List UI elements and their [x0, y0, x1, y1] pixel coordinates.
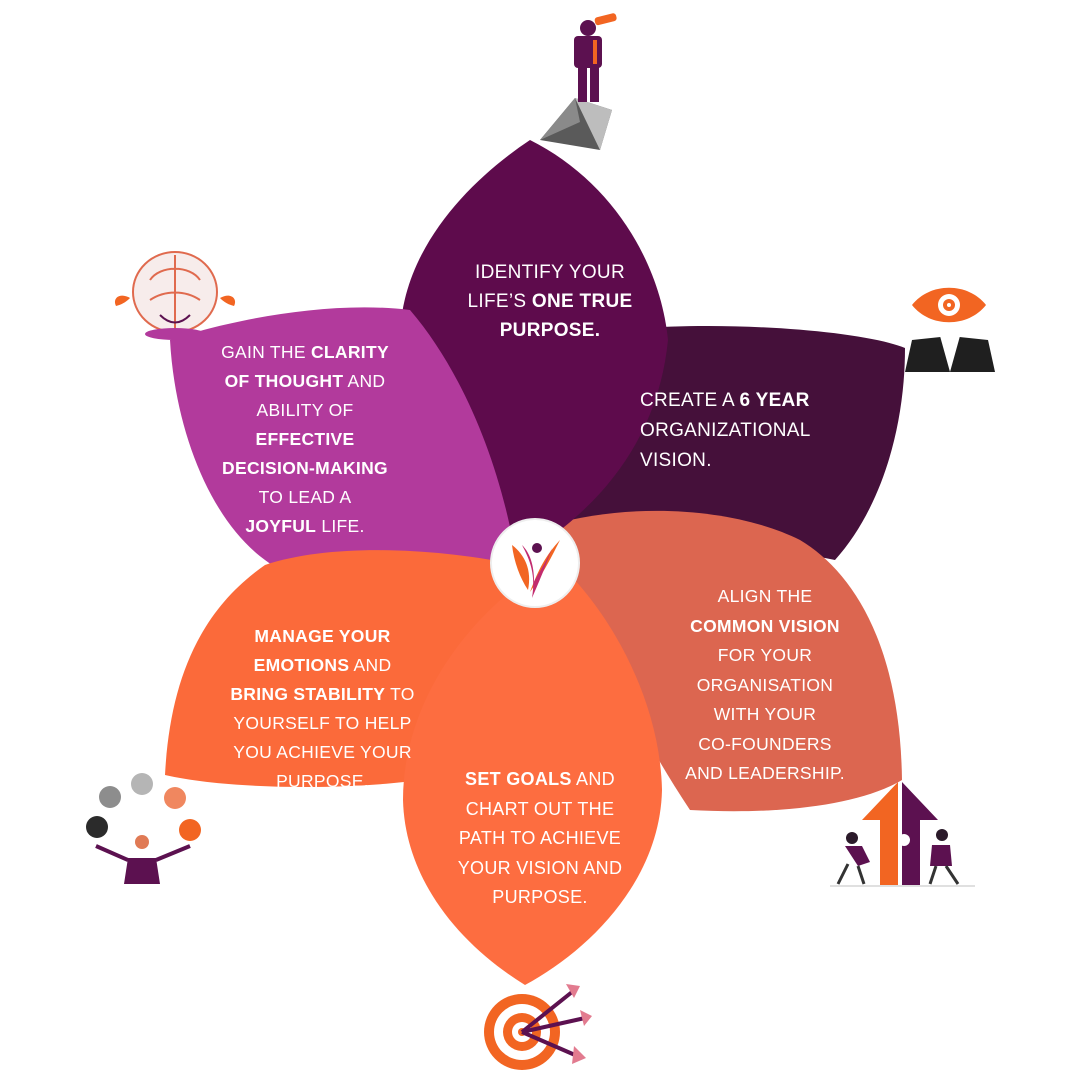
text-line: FOR YOUR	[717, 645, 813, 665]
petal-align	[550, 510, 902, 812]
petal-text-goals: SET GOALS AND CHART OUT THE PATH TO ACHIEV…	[430, 765, 650, 913]
petal-text-clarity: GAIN THE CLARITY OF THOUGHT AND ABILITY OF…	[190, 338, 420, 541]
text-line: ALIGN THE	[717, 586, 813, 606]
text-line: CHART OUT THE	[465, 798, 615, 819]
juggling-emotions-icon	[86, 773, 201, 884]
text-line: YOUR VISION AND	[457, 857, 623, 878]
text-line: PURPOSE.	[492, 887, 588, 907]
petal-emotions	[165, 550, 540, 787]
petal-text-purpose: IDENTIFY YOUR LIFE’S ONE TRUE PURPOSE.	[430, 258, 670, 345]
text-line: ABILITY OF	[256, 400, 354, 420]
meditating-brain-icon	[114, 251, 236, 340]
text-line: PATH TO ACHIEVE	[458, 828, 622, 848]
text-line: YOU ACHIEVE YOUR	[233, 742, 412, 762]
telescope-man-icon	[540, 13, 617, 150]
petal-text-emotions: MANAGE YOUR EMOTIONS AND BRING STABILITY T…	[210, 622, 435, 796]
text-line: OF THOUGHT AND	[224, 371, 386, 391]
brand-logo-icon	[490, 518, 580, 608]
text-line: CO-FOUNDERS	[698, 733, 832, 754]
text-line: ORGANISATION	[696, 674, 834, 695]
text-line: COMMON VISION	[690, 615, 840, 636]
petal-text-align: ALIGN THE COMMON VISION FOR YOUR ORGANISATI…	[665, 582, 865, 789]
text-line: EMOTIONS AND	[253, 655, 392, 675]
target-arrows-icon	[484, 984, 592, 1070]
petal-text-vision: CREATE A 6 YEAR ORGANIZATIONAL VISION.	[640, 386, 860, 476]
text-line: WITH YOUR	[713, 704, 817, 724]
text-line: LIFE’S ONE TRUE	[467, 291, 633, 312]
text-line: EFFECTIVE	[255, 429, 355, 449]
text-line: DECISION-MAKING	[222, 458, 388, 478]
eye-target-icon	[905, 287, 995, 372]
text-line: VISION.	[640, 450, 712, 471]
text-line: IDENTIFY YOUR	[475, 262, 625, 283]
text-line: PURPOSE.	[499, 320, 601, 341]
text-line: TO LEAD A	[258, 487, 352, 507]
text-line: PURPOSE.	[276, 771, 369, 791]
text-line: GAIN THE CLARITY	[221, 342, 389, 362]
text-line: AND LEADERSHIP.	[685, 763, 845, 783]
text-line: YOURSELF TO HELP	[233, 713, 412, 733]
text-line: CREATE A 6 YEAR	[640, 390, 810, 411]
puzzle-arrow-team-icon	[830, 782, 975, 887]
text-line: ORGANIZATIONAL	[640, 420, 811, 441]
text-line: JOYFUL LIFE.	[245, 516, 365, 536]
petal-clarity	[170, 307, 520, 603]
text-line: SET GOALS AND	[465, 769, 615, 789]
petal-goals	[403, 560, 662, 985]
text-line: MANAGE YOUR	[254, 626, 391, 646]
text-line: BRING STABILITY TO	[230, 684, 415, 704]
